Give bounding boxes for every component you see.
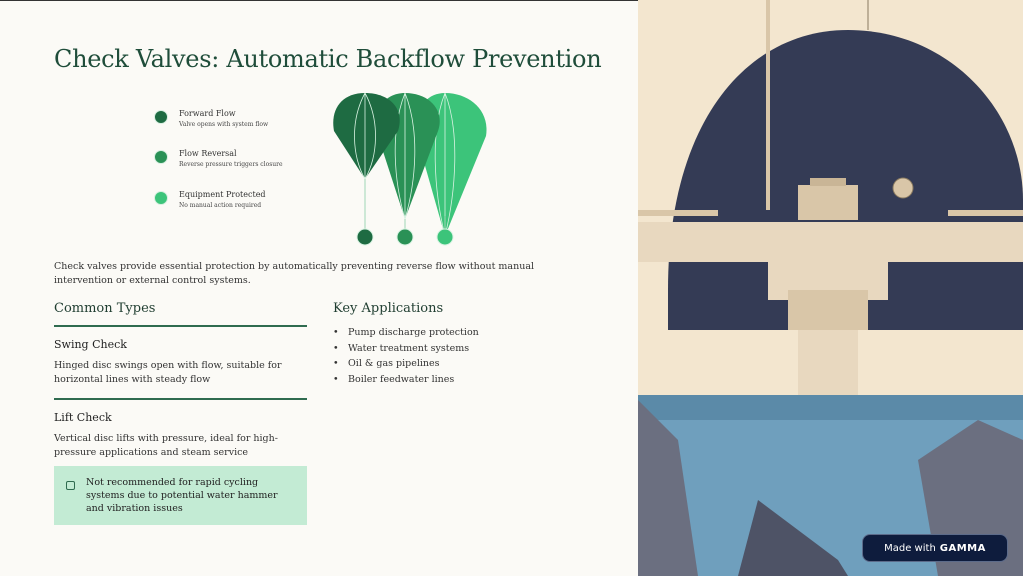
badge-prefix: Made with xyxy=(884,542,936,554)
balloon-illustration xyxy=(333,92,487,246)
list-item: Boiler feedwater lines xyxy=(333,372,479,388)
divider xyxy=(54,398,307,400)
swing-check-text: Hinged disc swings open with flow, suita… xyxy=(54,360,282,385)
refresh-icon xyxy=(154,150,168,164)
lift-check-title: Lift Check xyxy=(54,411,112,424)
feature-subtitle: No manual action required xyxy=(179,202,262,209)
intro-text: Check valves provide essential protectio… xyxy=(54,261,535,286)
feature-subtitle: Valve opens with system flow xyxy=(179,121,269,128)
list-item: Water treatment systems xyxy=(333,341,479,357)
note-text: Not recommended for rapid cycling system… xyxy=(86,477,278,514)
feature-title: Forward Flow xyxy=(179,109,236,118)
divider xyxy=(54,325,307,327)
page-title: Check Valves: Automatic Backflow Prevent… xyxy=(54,45,602,73)
valve-illustration xyxy=(638,0,1023,576)
common-types-heading: Common Types xyxy=(54,301,156,316)
swing-check-title: Swing Check xyxy=(54,338,127,351)
made-with-gamma-badge[interactable]: Made with GAMMA xyxy=(862,534,1008,562)
feature-equipment-protected: Equipment Protected No manual action requ… xyxy=(154,190,266,209)
warning-note: Not recommended for rapid cycling system… xyxy=(54,466,307,525)
list-item: Oil & gas pipelines xyxy=(333,356,479,372)
feature-title: Flow Reversal xyxy=(179,149,237,158)
shield-icon xyxy=(154,191,168,205)
applications-list: Pump discharge protection Water treatmen… xyxy=(333,325,479,387)
valve-icon xyxy=(154,110,168,124)
slide-content: Check Valves: Automatic Backflow Prevent… xyxy=(0,0,638,576)
list-item: Pump discharge protection xyxy=(333,325,479,341)
feature-subtitle: Reverse pressure triggers closure xyxy=(179,161,283,168)
badge-brand: GAMMA xyxy=(939,542,986,554)
feature-title: Equipment Protected xyxy=(179,190,266,199)
balloon-1 xyxy=(333,92,400,246)
note-icon xyxy=(66,481,75,490)
lift-check-text: Vertical disc lifts with pressure, ideal… xyxy=(54,433,278,458)
key-applications-heading: Key Applications xyxy=(333,301,444,316)
